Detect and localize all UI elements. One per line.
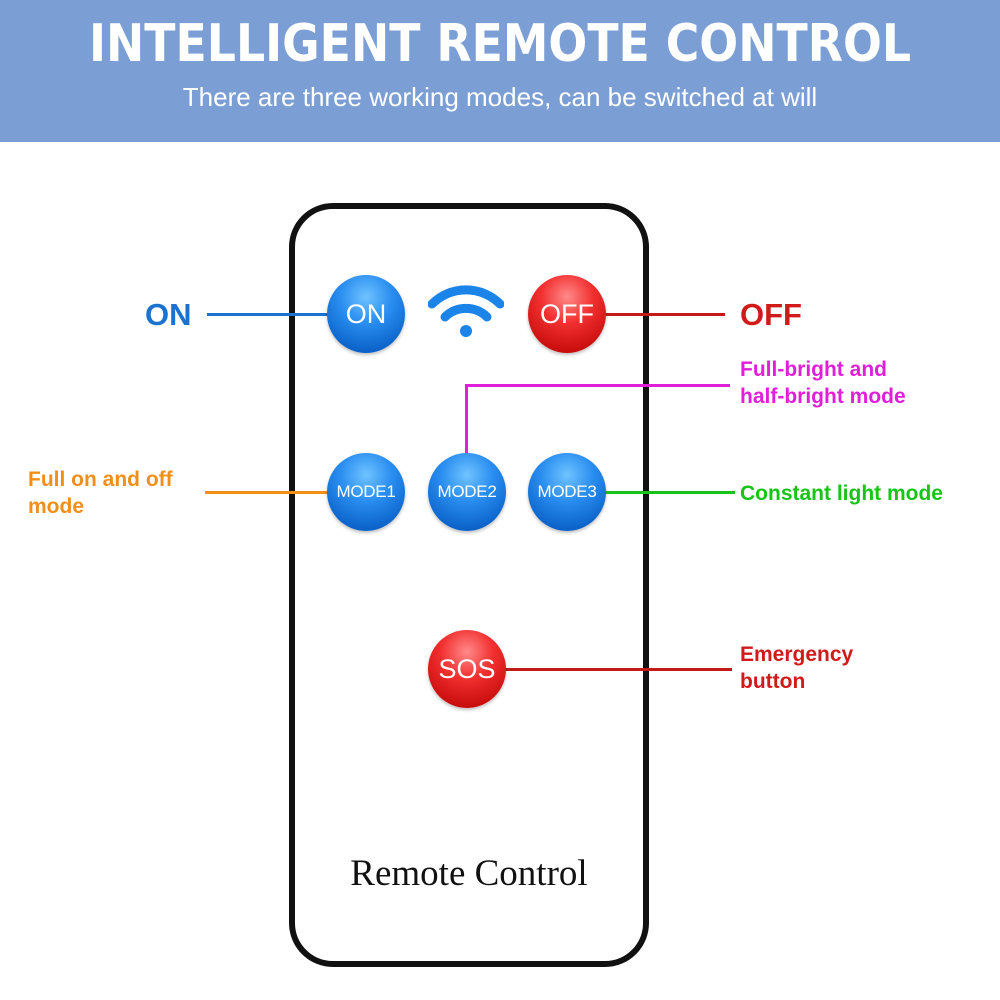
sos-callout-label: Emergency button xyxy=(740,641,853,695)
mode2-callout-line-vertical xyxy=(465,384,468,456)
mode3-button[interactable]: MODE3 xyxy=(528,453,606,531)
wifi-icon xyxy=(428,285,504,337)
page-subtitle: There are three working modes, can be sw… xyxy=(182,82,818,112)
mode3-callout-line xyxy=(600,491,735,494)
mode2-callout-line2: half-bright mode xyxy=(740,385,906,408)
page-title: INTELLIGENT REMOTE CONTROL xyxy=(88,14,912,74)
off-callout-line xyxy=(600,313,725,316)
mode2-callout-line-horizontal xyxy=(465,384,730,387)
on-button-label: ON xyxy=(345,298,387,329)
off-button[interactable]: OFF xyxy=(528,275,606,353)
mode2-callout-label: Full-bright and half-bright mode xyxy=(740,356,906,410)
mode2-callout-line1: Full-bright and xyxy=(740,358,887,381)
sos-callout-line1: Emergency xyxy=(740,643,854,666)
sos-button-label: SOS xyxy=(438,653,496,684)
mode1-callout-label: Full on and off mode xyxy=(28,466,173,520)
sos-callout-line2: button xyxy=(740,670,806,693)
mode2-button[interactable]: MODE2 xyxy=(428,453,506,531)
mode1-button-label: MODE1 xyxy=(336,482,396,501)
mode1-callout-line2: mode xyxy=(28,495,85,518)
header-banner: INTELLIGENT REMOTE CONTROL There are thr… xyxy=(0,0,1000,142)
off-button-label: OFF xyxy=(540,298,594,329)
off-callout-label: OFF xyxy=(740,297,802,332)
mode3-button-label: MODE3 xyxy=(537,482,597,501)
sos-callout-line xyxy=(500,668,732,671)
on-callout-label: ON xyxy=(145,297,192,332)
on-button[interactable]: ON xyxy=(327,275,405,353)
mode1-callout-line xyxy=(205,491,332,494)
mode1-button[interactable]: MODE1 xyxy=(327,453,405,531)
mode2-button-label: MODE2 xyxy=(437,482,497,501)
mode1-callout-line1: Full on and off xyxy=(28,468,173,491)
on-callout-line xyxy=(207,313,332,316)
mode3-callout-label: Constant light mode xyxy=(740,482,943,505)
remote-label: Remote Control xyxy=(350,853,588,894)
sos-button[interactable]: SOS xyxy=(428,630,506,708)
